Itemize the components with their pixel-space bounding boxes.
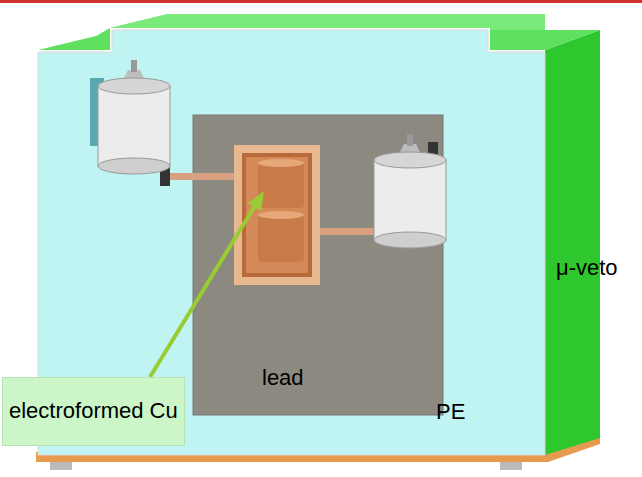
foot xyxy=(50,462,72,470)
cold-finger xyxy=(318,228,378,235)
dewar-neck xyxy=(407,134,413,146)
veto-top xyxy=(110,14,545,30)
dewar-bottom xyxy=(374,232,446,248)
dewar xyxy=(374,160,446,240)
detector-top xyxy=(258,159,304,167)
part-label: lead xyxy=(262,366,304,390)
part-label: μ-veto xyxy=(556,256,618,280)
copper-inner xyxy=(242,153,312,277)
detector xyxy=(258,162,304,208)
top-rule xyxy=(0,0,642,3)
dewar xyxy=(98,86,170,166)
detector-top xyxy=(258,211,304,219)
dewar-bottom xyxy=(98,158,170,174)
dewar-neck xyxy=(131,60,137,72)
veto-side xyxy=(545,30,600,455)
detector xyxy=(258,214,304,262)
leader-arrowhead xyxy=(248,191,264,211)
dewar-top xyxy=(98,78,170,94)
copper-shield xyxy=(234,145,320,285)
copper-cavity xyxy=(246,157,308,273)
foot xyxy=(500,462,522,470)
dewar-top xyxy=(374,152,446,168)
callout-box: electroformed Cu xyxy=(2,377,185,446)
leader-line xyxy=(150,204,256,377)
part-label: PE xyxy=(436,400,465,424)
callout-text: electroformed Cu xyxy=(9,398,184,424)
